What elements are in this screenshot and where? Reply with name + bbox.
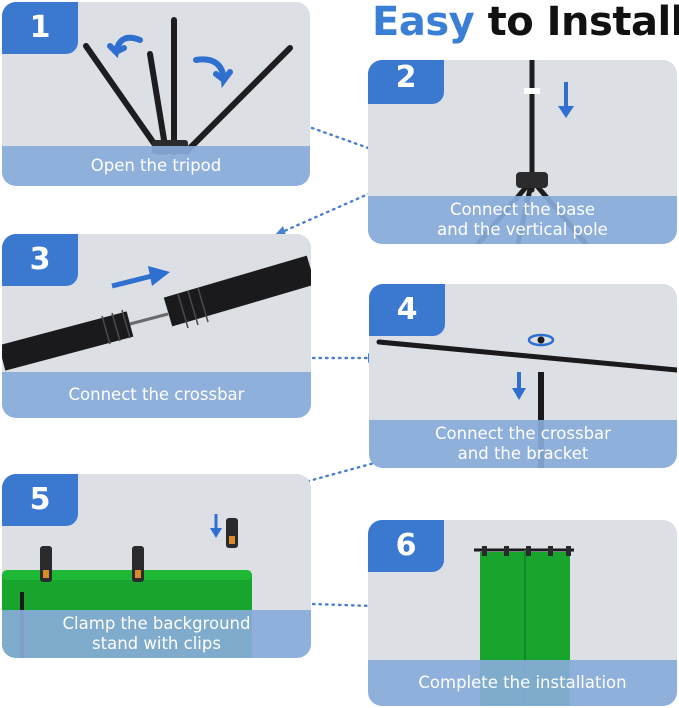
- caption-line: stand with clips: [92, 634, 221, 653]
- spring-clip-icon: [226, 518, 238, 548]
- step-caption: Connect the crossbar: [2, 372, 311, 418]
- title-easy: Easy: [372, 0, 475, 45]
- caption-line: and the vertical pole: [437, 220, 608, 239]
- connector-4-5: [303, 460, 380, 484]
- step-3-card: 3 Connect the crossbar: [2, 234, 311, 418]
- caption-line: Connect the crossbar: [68, 385, 245, 404]
- step-caption: Connect the crossbar and the bracket: [369, 420, 677, 468]
- step-5-card: 5 Clamp the background stand with clips: [2, 474, 311, 658]
- caption-line: and the bracket: [457, 444, 589, 463]
- caption-line: Connect the crossbar: [435, 424, 611, 443]
- connector-1-2: [310, 126, 376, 152]
- down-arrow-icon: [512, 372, 526, 400]
- down-arrow-icon: [558, 82, 574, 118]
- step-number: 6: [368, 520, 444, 572]
- caption-line: Open the tripod: [90, 156, 222, 175]
- down-arrow-icon: [210, 514, 222, 538]
- crossbar-connect-illustration: [2, 255, 311, 371]
- right-arrow-icon: [111, 266, 170, 289]
- caption-line: Clamp the background: [62, 614, 251, 633]
- step-number: 5: [2, 474, 78, 526]
- step-2-card: 2 Connect the base and the vertical pole: [368, 60, 677, 244]
- step-number: 3: [2, 234, 78, 286]
- connector-5-6: [311, 602, 374, 608]
- step-caption: Clamp the background stand with clips: [2, 610, 311, 658]
- step-1-card: 1 Open the tripod: [2, 2, 310, 186]
- caption-line: Complete the installation: [418, 673, 627, 692]
- step-number: 2: [368, 60, 444, 104]
- step-caption: Connect the base and the vertical pole: [368, 196, 677, 244]
- spring-clip-icon: [40, 546, 52, 582]
- step-number: 1: [2, 2, 78, 54]
- spring-clip-icon: [132, 546, 144, 582]
- title-to-install: to Install: [487, 0, 679, 45]
- rotate-right-arrow-icon: [193, 56, 233, 89]
- step-caption: Complete the installation: [368, 660, 677, 706]
- rotate-arrow-icon: [527, 333, 555, 347]
- step-number: 4: [369, 284, 445, 336]
- step-4-card: 4 Connect the crossbar and the bracket: [369, 284, 677, 468]
- caption-line: Connect the base: [449, 200, 596, 219]
- step-caption: Open the tripod: [2, 146, 310, 186]
- step-6-card: 6 Complete the installation: [368, 520, 677, 706]
- rotate-left-arrow-icon: [107, 34, 143, 59]
- connector-2-3: [280, 186, 384, 234]
- page-title: Easy to Install: [372, 0, 679, 48]
